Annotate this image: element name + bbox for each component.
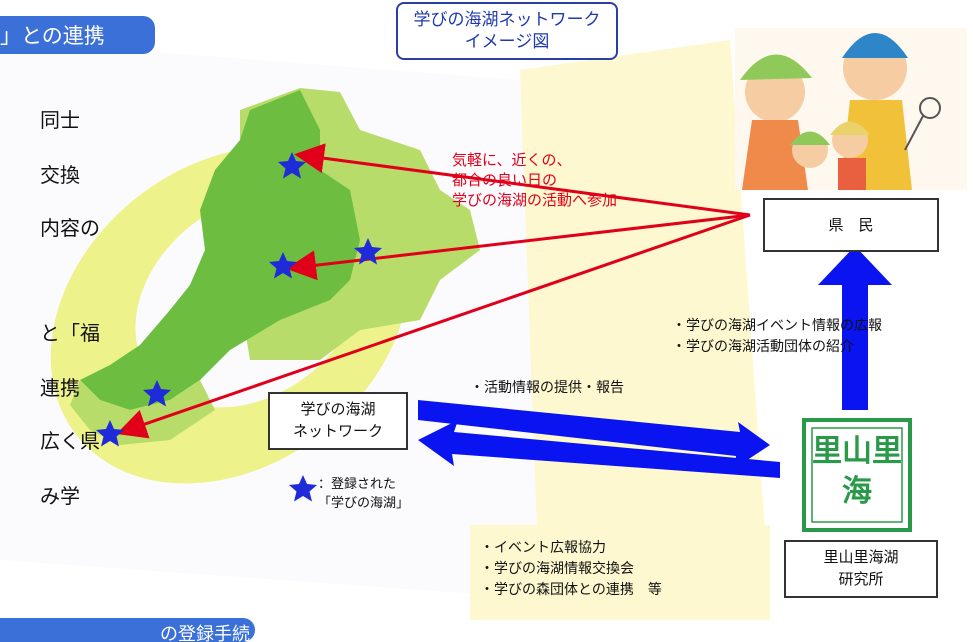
info-bottom-line1: ・イベント広報協力 <box>480 540 606 556</box>
red-note-line3: 学びの海湖の活動へ参加 <box>452 191 618 209</box>
red-note-line2: 都合の良い日の <box>452 171 558 189</box>
satoyama-logo-text: 里山里海 <box>812 434 902 509</box>
star-icon <box>289 475 317 502</box>
bottom-panel <box>470 525 770 620</box>
red-arrow-3 <box>116 213 751 439</box>
blue-arrow-right <box>418 400 770 468</box>
legend-line2: 「学びの海湖」 <box>318 496 410 511</box>
blue-arrow-left <box>418 420 780 478</box>
info-mid: ・活動情報の提供・報告 <box>470 380 624 396</box>
bottom-tab: の登録手続 <box>0 618 255 642</box>
side-text-6: 広く県 <box>40 429 100 453</box>
info-bottom-line2: ・学びの海湖情報交換会 <box>480 561 634 577</box>
institute-box: 里山里海湖 研究所 <box>784 540 938 598</box>
info-right: ・学びの海湖イベント情報の広報 ・学びの海湖活動団体の紹介 <box>672 316 882 358</box>
red-arrow-1 <box>294 143 751 217</box>
diagram-title-line2: イメージ図 <box>464 32 550 52</box>
star-icon <box>278 152 306 179</box>
info-bottom-line3: ・学びの森団体との連携 等 <box>480 582 662 598</box>
star-icon <box>143 380 171 407</box>
institute-box-line1: 里山里海湖 <box>823 548 899 566</box>
diagram-title: 学びの海湖ネットワーク イメージ図 <box>396 2 618 60</box>
satoyama-logo <box>802 418 912 532</box>
red-note: 気軽に、近くの、 都合の良い日の 学びの海湖の活動へ参加 <box>452 150 617 210</box>
institute-box-line2: 研究所 <box>838 570 884 588</box>
side-text-1: 同士 <box>40 108 80 132</box>
star-icon <box>96 420 124 447</box>
diagram-title-line1: 学びの海湖ネットワーク <box>413 10 601 30</box>
blue-arrow-up <box>818 246 892 410</box>
info-right-line1: ・学びの海湖イベント情報の広報 <box>672 318 882 334</box>
network-box: 学びの海湖 ネットワーク <box>268 392 408 450</box>
info-bottom: ・イベント広報協力 ・学びの海湖情報交換会 ・学びの森団体との連携 等 <box>480 538 662 601</box>
legend: ：登録された 「学びの海湖」 <box>318 475 409 513</box>
side-text-5: 連携 <box>40 376 80 400</box>
side-text-3: 内容の <box>40 216 100 240</box>
family-illustration <box>735 28 967 190</box>
info-right-line2: ・学びの海湖活動団体の紹介 <box>672 339 854 355</box>
legend-line1: ：登録された <box>318 477 397 492</box>
side-text-2: 交換 <box>40 163 80 187</box>
star-icons <box>96 152 382 502</box>
kenmin-box: 県 民 <box>763 198 939 252</box>
side-text-7: み学 <box>40 484 80 508</box>
red-note-line1: 気軽に、近くの、 <box>452 151 572 169</box>
network-box-line1: 学びの海湖 <box>300 400 376 418</box>
star-icon <box>269 252 297 279</box>
side-text-4: と「福 <box>40 321 100 345</box>
network-box-line2: ネットワーク <box>292 422 383 440</box>
header-tab: 」との連携 <box>0 16 155 54</box>
star-icon <box>354 238 382 265</box>
